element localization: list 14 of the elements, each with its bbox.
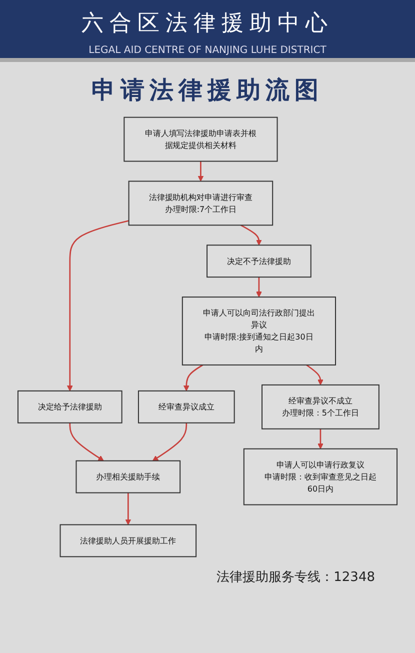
arrow [152,422,188,462]
arrow [198,161,204,182]
arrow [256,277,262,298]
header-subtitle: LEGAL AID CENTRE OF NANJING LUHE DISTRICT [88,45,326,56]
arrow [318,428,324,450]
arrow [125,492,132,525]
hotline-note: 法律援助服务专线：12348 [216,570,375,585]
arrow [69,422,104,462]
header-title: 六合区法律援助中心 [82,10,334,38]
arrow [66,220,129,392]
title: 申请法律援助流图 [90,75,324,106]
arrow [306,364,324,386]
arrow [183,364,204,392]
arrow [240,224,262,246]
